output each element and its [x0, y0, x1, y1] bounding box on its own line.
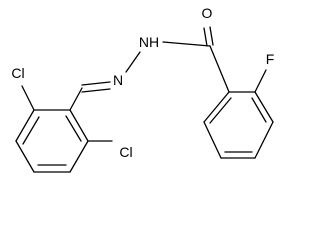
right-ring-bond-4	[254, 121, 274, 159]
bond-c-nh	[162, 41, 211, 47]
right-ring-bond-5	[254, 91, 274, 123]
left-ring-inner-1	[22, 116, 40, 145]
left-ring-bond-2	[15, 109, 35, 142]
bond-c-o-1	[203, 27, 208, 47]
bond-ch-ring	[69, 87, 83, 111]
atom-cl-bottom-label: Cl	[119, 144, 132, 160]
atom-nh-label: NH	[139, 34, 159, 50]
atom-labels: O NH N F Cl Cl	[11, 5, 274, 160]
bond-ring-cl-top	[21, 85, 35, 111]
atom-f-label: F	[266, 51, 275, 67]
left-ring-inner-3	[65, 115, 82, 142]
bond-nh-n	[125, 51, 141, 73]
atom-n-label: N	[113, 72, 123, 88]
bonds	[15, 26, 274, 173]
right-ring-inner-3	[251, 97, 267, 123]
atom-o-label: O	[202, 5, 213, 21]
structure-svg: O NH N F Cl Cl	[11, 5, 274, 173]
left-ring-bond-5	[69, 140, 89, 173]
right-ring-inner-1	[209, 97, 232, 124]
bond-c-ring	[209, 45, 230, 93]
bond-n-ch-1	[81, 81, 111, 86]
molecule-diagram: O NH N F Cl Cl	[11, 5, 274, 173]
bond-n-ch-2	[81, 88, 111, 93]
right-ring-bond-2	[203, 121, 222, 159]
left-ring-bond-3	[15, 140, 35, 173]
right-ring-bond-1	[203, 91, 230, 123]
bond-ring-f	[254, 69, 267, 93]
left-ring-bond-6	[69, 109, 89, 142]
atom-cl-top-label: Cl	[11, 65, 24, 81]
bond-c-o-2	[209, 26, 214, 46]
